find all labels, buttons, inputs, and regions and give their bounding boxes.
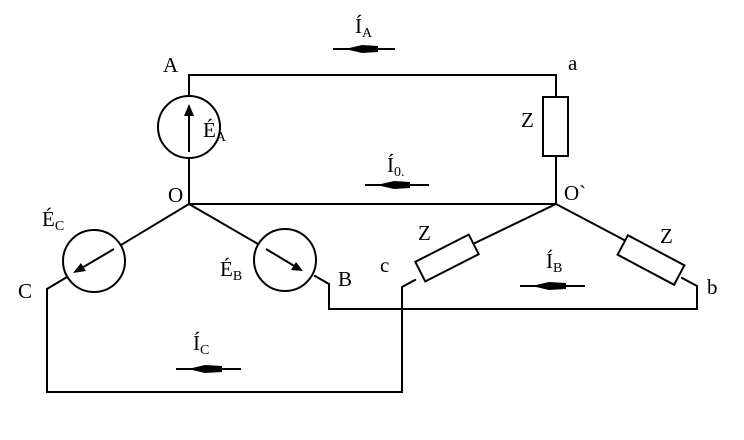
current-arrow-ia <box>333 45 395 53</box>
impedance-zc <box>413 233 481 283</box>
node-label-o-prime: O` <box>564 181 586 205</box>
impedance-label-zb: Z <box>660 224 673 248</box>
node-label-a-lower: a <box>568 51 578 75</box>
voltage-source-a <box>157 95 221 159</box>
current-label-ib: ÍB <box>546 249 562 276</box>
node-label-b-upper: B <box>338 267 352 291</box>
current-arrow-ic <box>176 365 241 373</box>
node-label-c-lower: c <box>380 253 389 277</box>
node-label-a-upper: A <box>163 53 179 77</box>
node-label-o: O <box>168 183 183 207</box>
impedance-label-za: Z <box>521 108 534 132</box>
voltage-source-c <box>62 229 126 293</box>
current-arrow-i0 <box>365 181 429 189</box>
impedance-za <box>542 96 569 157</box>
current-label-ic: ÍC <box>193 331 209 358</box>
voltage-source-b <box>253 228 317 292</box>
current-label-i0: Í0. <box>387 153 405 180</box>
wire-source-c <box>46 202 417 393</box>
current-label-ia: ÍA <box>355 14 373 41</box>
impedance-zb <box>616 233 686 287</box>
source-label-eb: ÉB <box>220 257 242 284</box>
node-label-b-lower: b <box>707 275 718 299</box>
current-arrow-ib <box>520 282 585 290</box>
wire-phase-a <box>188 74 557 205</box>
source-label-ea: ÉA <box>203 118 227 145</box>
node-label-c-upper: C <box>18 279 32 303</box>
wire-load-b <box>554 202 630 244</box>
wire-source-b <box>187 202 698 310</box>
impedance-label-zc: Z <box>418 221 431 245</box>
source-label-ec: ÉC <box>42 207 64 234</box>
wire-load-c <box>473 202 558 245</box>
